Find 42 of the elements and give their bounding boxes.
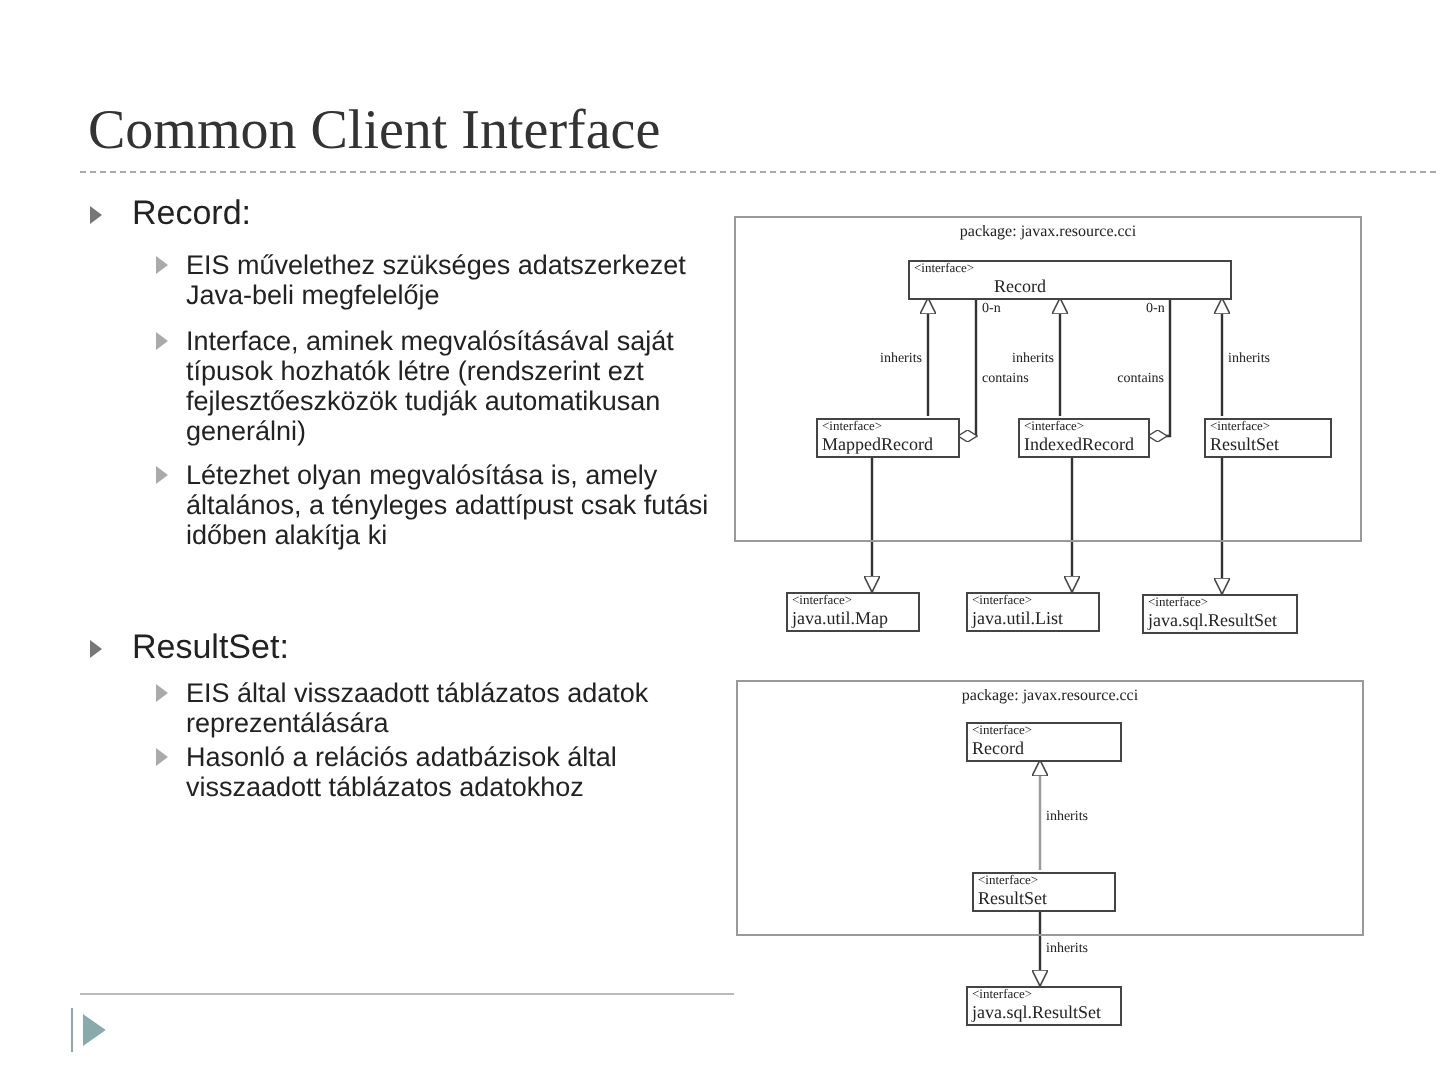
inheritance-arrow (1031, 910, 1049, 987)
inheritance-arrow (863, 456, 881, 593)
interface-name: IndexedRecord (1024, 434, 1136, 454)
interface-name: java.util.List (972, 608, 1065, 628)
package-frame (736, 680, 1364, 936)
interface-box (816, 418, 960, 458)
package-name: package: javax.resource.cci (959, 686, 1141, 704)
interface-box (966, 722, 1122, 762)
inheritance-arrow (1031, 759, 1049, 870)
interface-name: ResultSet (1210, 434, 1282, 454)
interface-name: ResultSet (978, 888, 1050, 908)
interface-name: java.util.Map (792, 608, 890, 628)
inheritance-arrow (1213, 297, 1231, 416)
bullet-heading: ResultSet: (132, 628, 289, 668)
interface-name: MappedRecord (822, 434, 935, 454)
aggregation-line (957, 298, 978, 443)
interface-name: Record (972, 738, 1026, 758)
bullet-text: Létezhet olyan megvalósítása is, amely általános, a tényleges adattípust csak futási időben alakítja ki (186, 460, 711, 550)
interface-box (966, 986, 1122, 1026)
package-name: package: javax.resource.cci (957, 222, 1139, 240)
slide-title: Common Client Interface (88, 100, 661, 164)
bullet-heading: Record: (132, 194, 252, 234)
aggregation-line (1147, 298, 1172, 443)
inheritance-arrow (1213, 456, 1231, 595)
inheritance-arrow (919, 297, 937, 416)
bullet-text: Hasonló a relációs adatbázisok által visszaadott táblázatos adatokhoz (186, 742, 619, 802)
interface-box (972, 872, 1116, 912)
interface-box (1142, 594, 1298, 634)
inheritance-arrow (1051, 297, 1069, 416)
interface-box (1018, 418, 1150, 458)
bullet-text: EIS művelethez szükséges adatszerkezet Java-beli megfelelője (186, 250, 688, 310)
interface-box (786, 592, 920, 632)
interface-box (966, 592, 1100, 632)
inheritance-arrow (1063, 456, 1081, 593)
interface-name: Record (992, 276, 1048, 296)
interface-box (908, 260, 1232, 300)
bullet-text: Interface, aminek megvalósításával saját típusok hozhatók létre (rendszerint ezt fejlesztőeszközök tudják automatikusan generálni) (186, 326, 676, 446)
package-frame (734, 216, 1362, 542)
interface-name: java.sql.ResultSet (1148, 610, 1279, 630)
bullet-text: EIS által visszaadott táblázatos adatok reprezentálására (186, 678, 651, 738)
interface-box (1204, 418, 1332, 458)
interface-name: java.sql.ResultSet (972, 1002, 1103, 1022)
